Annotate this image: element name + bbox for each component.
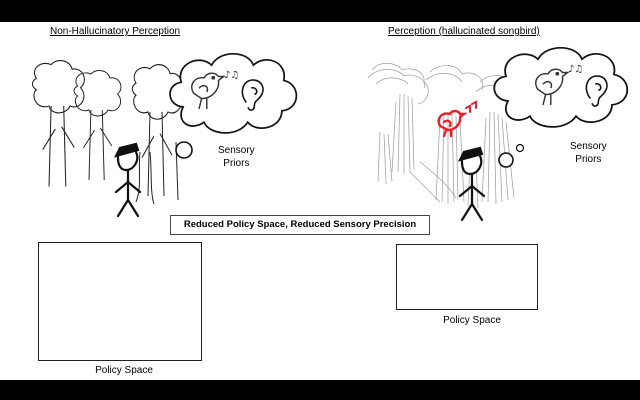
hallucinated-bird-icon [437,100,477,138]
center-caption-box: Reduced Policy Space, Reduced Sensory Pr… [170,215,430,235]
label-line: Sensory [570,141,607,152]
music-note-icon: ♪♫ [568,64,583,75]
right-thought-cloud: ♪♫ [493,46,629,168]
music-note-icon: ♪♫ [224,70,239,81]
right-sensory-priors-label: Sensory Priors [570,140,607,166]
left-sensory-priors-label: Sensory Priors [218,144,255,170]
diagram-canvas: Non-Hallucinatory Perception Perception … [0,22,640,380]
person-icon [458,146,486,222]
left-panel-title: Non-Hallucinatory Perception [50,26,181,37]
right-policy-box [396,244,538,310]
left-trees [31,60,183,205]
label-line: Priors [223,158,250,169]
thought-cloud-icon [169,52,298,134]
left-thought-cloud: ♪♫ [169,52,298,159]
label-line: Sensory [218,145,255,156]
left-policy-label: Policy Space [95,365,153,376]
diagram-drawing: ♪♫ [31,46,629,359]
right-panel-title: Perception (hallucinated songbird) [388,26,540,37]
label-line: Priors [575,154,602,165]
left-policy-box [38,242,202,361]
right-policy-label: Policy Space [443,315,501,326]
tree-icon [31,60,85,188]
person-icon [114,142,142,218]
